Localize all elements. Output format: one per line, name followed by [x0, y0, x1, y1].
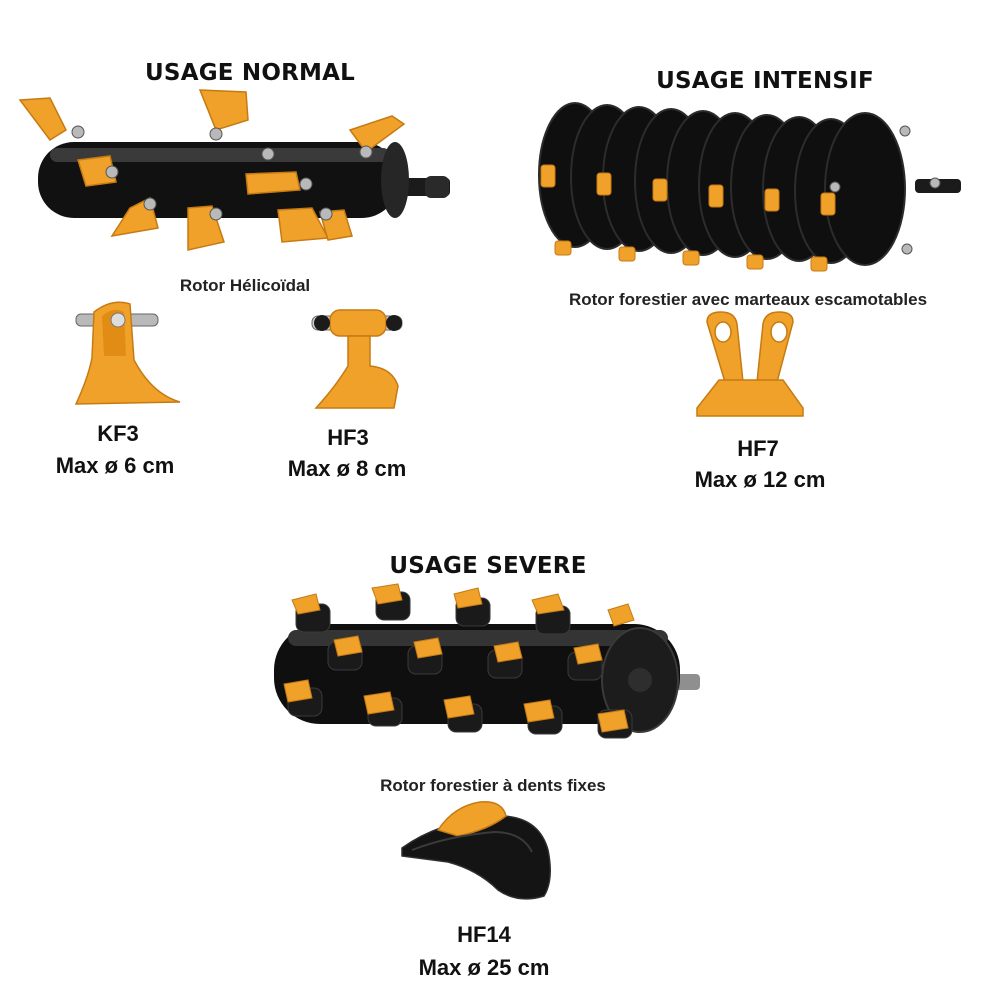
caption-forestry-rotor-retractable: Rotor forestier avec marteaux escamotabl… — [568, 290, 928, 309]
hf3-hammer-icon — [311, 309, 403, 409]
tool-max-hf14: Max ø 25 cm — [418, 955, 550, 980]
forestry-rotor-retractable-image — [538, 102, 961, 272]
helical-rotor-image — [18, 89, 450, 251]
tool-code-hf7: HF7 — [737, 436, 779, 461]
caption-helical-rotor: Rotor Hélicoïdal — [179, 276, 311, 295]
heading-usage-intensif: USAGE INTENSIF — [656, 68, 874, 94]
kf3-flail-icon — [74, 301, 181, 405]
tool-code-kf3: KF3 — [97, 421, 139, 446]
hf7-hammer-icon — [696, 311, 804, 417]
tool-code-hf3: HF3 — [327, 425, 369, 450]
heading-usage-severe: USAGE SEVERE — [389, 553, 587, 579]
tool-max-hf7: Max ø 12 cm — [694, 467, 826, 492]
heading-usage-normal: USAGE NORMAL — [145, 60, 355, 86]
tool-max-hf3: Max ø 8 cm — [287, 456, 407, 481]
hf14-tooth-icon — [401, 801, 551, 900]
forestry-rotor-fixed-teeth-image — [274, 583, 700, 739]
caption-forestry-rotor-fixed-teeth: Rotor forestier à dents fixes — [380, 776, 606, 795]
tool-code-hf14: HF14 — [457, 922, 511, 947]
tool-max-kf3: Max ø 6 cm — [55, 453, 175, 478]
